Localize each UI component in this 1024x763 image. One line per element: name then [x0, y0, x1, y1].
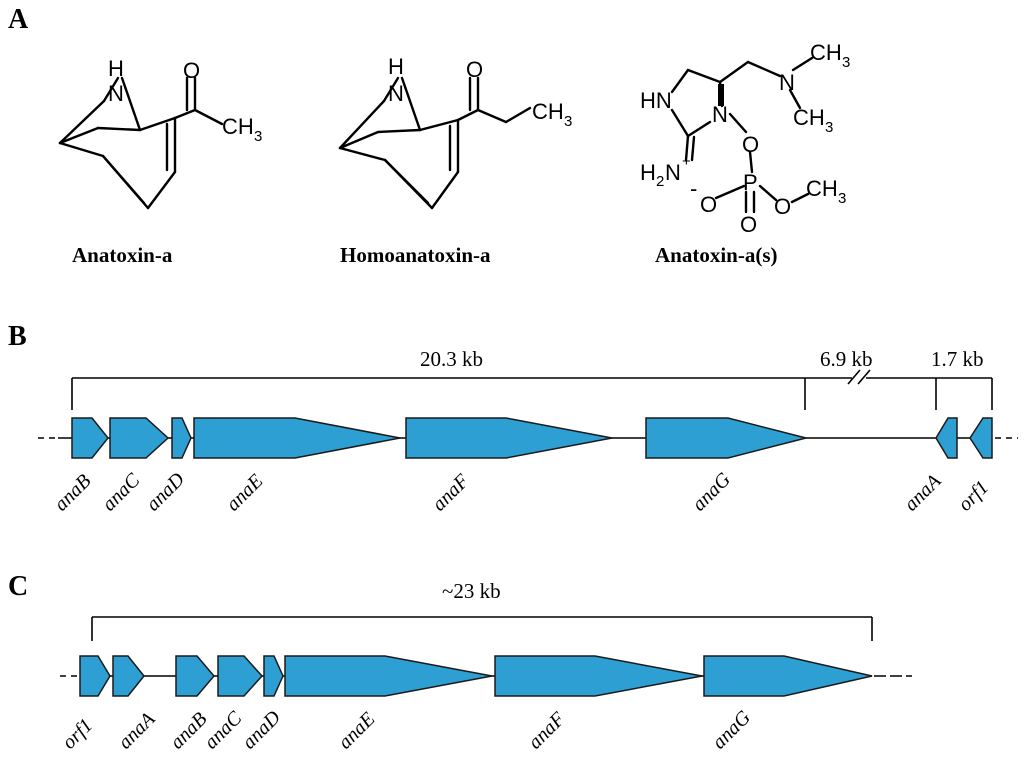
cluster-c-gene-label: anaA [114, 708, 160, 754]
anatoxin-a-structure: H N O CH 3 Anatoxin-a [58, 56, 262, 267]
anatoxin-a-carbonyl-o: O [183, 58, 200, 83]
cluster-b-gene-label: anaF [428, 470, 474, 516]
cluster-b-gene-arrow [171, 417, 192, 459]
cluster-c-gene-label: orf1 [58, 714, 97, 753]
anatoxin-as-imine-n: N [665, 160, 681, 185]
anatoxin-a-name: Anatoxin-a [72, 243, 173, 267]
anatoxin-as-ring-hn: HN [640, 88, 672, 113]
panel-label-a: A [8, 4, 29, 35]
cluster-b-gene-arrow [405, 417, 613, 459]
cluster-b-gene-arrow [71, 417, 109, 459]
cluster-c: ~23 kb orf1 anaA anaB anaC anaD anaE ana… [58, 579, 912, 754]
cluster-c-gene-labels: orf1 anaA anaB anaC anaD anaE anaF anaG [58, 706, 755, 753]
cluster-b-gene-label: anaE [222, 470, 267, 515]
cluster-b-gene-arrow [935, 417, 958, 459]
cluster-b-gene-arrow [193, 417, 401, 459]
cluster-c-gene-label: anaF [524, 708, 570, 754]
cluster-c-gene-arrow [284, 655, 493, 697]
anatoxin-as-methyl-1: CH [810, 40, 842, 65]
homoanatoxin-a-methyl: CH [532, 99, 564, 124]
cluster-c-gene-arrow [79, 655, 111, 697]
homoanatoxin-a-carbonyl-o: O [466, 57, 483, 82]
anatoxin-as-methoxy-sub: 3 [838, 190, 846, 207]
panel-label-c: C [8, 571, 28, 602]
homoanatoxin-a-amine-n: N [388, 81, 404, 106]
anatoxin-as-methyl-2-sub: 3 [825, 119, 833, 136]
cluster-c-span-label: ~23 kb [442, 579, 501, 603]
anatoxin-as-structure: HN N H 2 N + N CH 3 CH 3 O P - O O O CH … [640, 40, 850, 267]
cluster-c-gene-label: anaC [200, 707, 247, 754]
cluster-c-gene-arrow [494, 655, 703, 697]
anatoxin-as-methyl-1-sub: 3 [842, 54, 850, 71]
cluster-c-span-bracket [91, 616, 873, 641]
anatoxin-a-methyl-sub: 3 [254, 128, 262, 145]
anatoxin-as-amine-n: N [779, 70, 795, 95]
anatoxin-as-phosphorus: P [743, 170, 758, 195]
cluster-b: 20.3 kb 6.9 kb 1.7 kb anaB anaC anaD ana… [38, 347, 1018, 516]
cluster-b-span-label: 20.3 kb [420, 347, 483, 371]
anatoxin-as-oxide-charge: - [690, 176, 697, 201]
homoanatoxin-a-methyl-sub: 3 [564, 113, 572, 130]
anatoxin-as-oxide-o: O [700, 192, 717, 217]
cluster-b-gene-label: anaA [900, 470, 946, 516]
anatoxin-a-amine-h: H [108, 56, 124, 81]
anatoxin-as-imine-h-sub: 2 [656, 173, 664, 190]
cluster-b-span-label: 1.7 kb [931, 347, 984, 371]
cluster-b-gene-arrow [109, 417, 170, 459]
homoanatoxin-a-bonds [338, 76, 532, 210]
anatoxin-as-ester-o: O [742, 132, 759, 157]
cluster-b-span-label: 6.9 kb [820, 347, 873, 371]
cluster-c-gene-arrow [703, 655, 873, 697]
cluster-c-gene-arrow [217, 655, 264, 697]
cluster-b-gene-label: anaD [142, 468, 189, 515]
cluster-b-span-brackets [71, 369, 993, 410]
anatoxin-as-methyl-2: CH [793, 105, 825, 130]
homoanatoxin-a-structure: H N O CH 3 Homoanatoxin-a [338, 54, 572, 267]
cluster-b-gene-label: anaB [50, 470, 95, 515]
cluster-b-gene-label: anaG [688, 468, 735, 515]
anatoxin-as-double-o: O [740, 212, 757, 237]
cluster-b-gene-labels: anaB anaC anaD anaE anaF anaG anaA orf1 [50, 468, 993, 515]
cluster-b-gene-label: anaC [98, 469, 145, 516]
anatoxin-as-imine-h: H [640, 160, 656, 185]
cluster-c-gene-label: anaE [334, 708, 379, 753]
cluster-b-gene-label: orf1 [954, 476, 993, 515]
panel-label-b: B [8, 321, 27, 352]
anatoxin-a-amine-n: N [108, 81, 124, 106]
anatoxin-a-methyl: CH [222, 114, 254, 139]
cluster-c-gene-label: anaG [708, 706, 755, 753]
homoanatoxin-a-amine-h: H [388, 54, 404, 79]
homoanatoxin-a-name: Homoanatoxin-a [340, 243, 491, 267]
anatoxin-as-name: Anatoxin-a(s) [655, 243, 778, 267]
cluster-c-gene-arrow [112, 655, 145, 697]
anatoxin-as-methoxy-ch: CH [806, 176, 838, 201]
anatoxin-as-imine-charge: + [682, 153, 691, 170]
cluster-b-gene-arrow [969, 417, 993, 459]
cluster-c-gene-arrow [263, 655, 284, 697]
cluster-c-gene-label: anaB [166, 708, 211, 753]
cluster-c-gene-label: anaD [238, 706, 285, 753]
cluster-b-gene-arrow [645, 417, 807, 459]
anatoxin-as-bonds [670, 56, 814, 214]
anatoxin-a-bonds [58, 76, 224, 210]
anatoxin-as-methoxy-o: O [774, 194, 791, 219]
anatoxin-as-ring-n: N [712, 102, 728, 127]
cluster-c-gene-arrow [175, 655, 215, 697]
